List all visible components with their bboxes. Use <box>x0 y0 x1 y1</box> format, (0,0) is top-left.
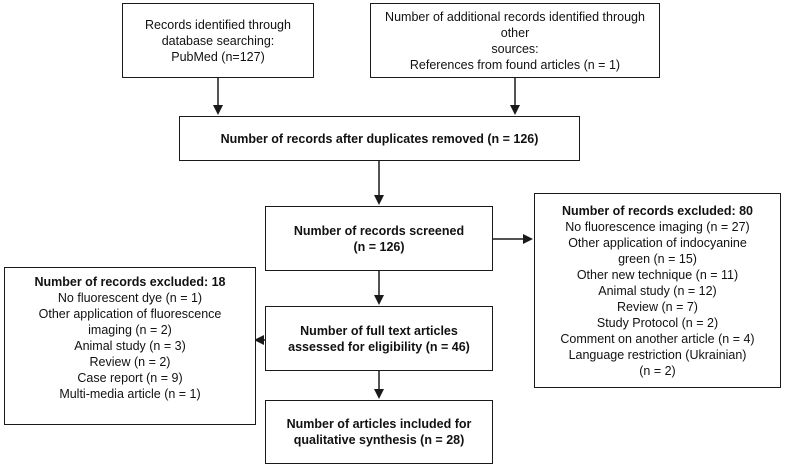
box-text-line: Number of records screened <box>293 223 465 238</box>
box-text-line: Other application of fluorescence <box>38 307 222 321</box>
box-text-line: Number of additional records identified … <box>385 9 645 40</box>
box-text-line: Study Protocol (n = 2) <box>596 316 719 330</box>
box-text-line: green (n = 15) <box>618 252 697 266</box>
box-text-line: Comment on another article (n = 4) <box>560 332 755 346</box>
box-text-line: Case report (n = 9) <box>77 371 183 385</box>
box-text-line: PubMed (n=127) <box>171 49 265 64</box>
box-text-line: Animal study (n = 3) <box>74 339 186 353</box>
box-text-line: Multi-media article (n = 1) <box>59 387 201 401</box>
records-excluded-18-box: Number of records excluded: 18 No fluores… <box>4 267 256 425</box>
box-text-line: Review (n = 7) <box>617 300 698 314</box>
box-text-line: Other new technique (n = 11) <box>576 268 739 282</box>
box-text-line: qualitative synthesis (n = 28) <box>293 433 465 447</box>
additional-records-box: Number of additional records identified … <box>370 3 660 78</box>
box-text-line: No fluorescent dye (n = 1) <box>57 291 203 305</box>
box-text-line: imaging (n = 2) <box>88 323 172 337</box>
box-header: Number of records excluded: 80 <box>561 204 754 218</box>
duplicates-removed-box: Number of records after duplicates remov… <box>179 116 580 161</box>
records-screened-box: Number of records screened(n = 126) <box>265 206 493 271</box>
box-text-line: Number of full text articles <box>300 323 458 338</box>
box-header: Number of records excluded: 18 <box>34 275 226 289</box>
box-text-line: Other application of indocyanine <box>568 236 747 250</box>
box-text-line: Number of articles included for <box>286 417 472 431</box>
articles-included-box: Number of articles included for qualitati… <box>265 400 493 464</box>
box-text-line: Records identified through <box>145 17 291 32</box>
box-text-line: No fluorescence imaging (n = 27) <box>565 220 750 234</box>
box-text-line: Review (n = 2) <box>89 355 171 369</box>
box-text-line: sources: <box>491 41 539 56</box>
box-text-line: Language restriction (Ukrainian) <box>568 348 747 362</box>
box-text-line: database searching: <box>161 33 275 48</box>
box-text-line: References from found articles (n = 1) <box>409 57 621 72</box>
box-text-line: assessed for eligibility (n = 46) <box>288 339 470 354</box>
box-text-line: Animal study (n = 12) <box>598 284 717 298</box>
box-text-line: (n = 2) <box>639 364 676 378</box>
box-text-line: (n = 126) <box>353 239 405 254</box>
records-excluded-80-box: Number of records excluded: 80 No fluores… <box>534 193 781 388</box>
box-text-line: Number of records after duplicates remov… <box>220 131 539 146</box>
